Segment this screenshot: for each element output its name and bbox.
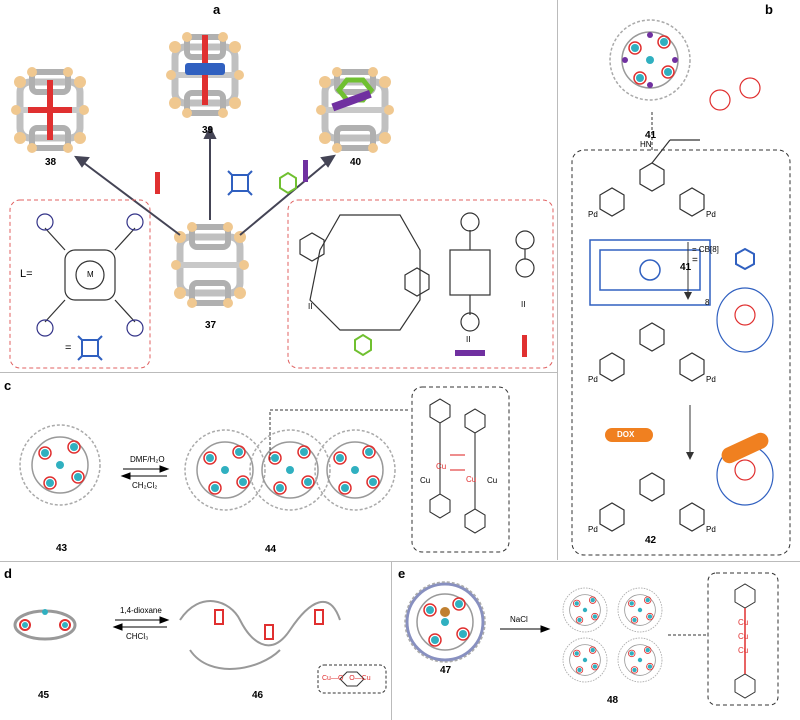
crown-icon (354, 333, 372, 357)
cb8-structure (589, 239, 711, 306)
count-label: II (308, 302, 313, 311)
cb8-icon (735, 247, 755, 271)
cage-39 (166, 32, 244, 118)
cu-label: Cu (738, 618, 749, 627)
complex-42-structure (599, 444, 774, 532)
scheme-box (571, 149, 791, 556)
porphyrin-guest-icon (227, 170, 253, 196)
compound-label: 44 (265, 544, 277, 555)
cage-41-structure (609, 19, 691, 101)
count-label: II (521, 300, 526, 309)
ligand-square-icon (77, 335, 103, 361)
dox-label: DOX (617, 430, 635, 439)
panel-label-a: a (213, 2, 221, 17)
crown-ether-structure (299, 214, 430, 331)
divider (0, 561, 800, 562)
pd-label: Pd (706, 210, 716, 219)
eq-sign: = (692, 255, 698, 266)
compound-label: 40 (350, 157, 362, 168)
compound-label: 38 (45, 157, 57, 168)
panel-label-b: b (765, 2, 773, 17)
cu-label: Cu (487, 476, 498, 485)
cu-label: Cu (738, 632, 749, 641)
cu-label: Cu (420, 476, 431, 485)
metal-label: M (87, 270, 94, 279)
divider (557, 0, 558, 560)
compound-label: 43 (56, 543, 68, 554)
cage-44-structure (184, 429, 396, 511)
cage-43-structure (19, 424, 101, 506)
cb8-label: = CB[8] (692, 245, 719, 254)
compound-label: 39 (202, 125, 214, 136)
bipyridine-icon (522, 335, 527, 357)
panel-label-e: e (398, 566, 406, 581)
cage-45-structure (13, 609, 77, 641)
compound-label: 48 (607, 695, 619, 706)
divider (0, 372, 557, 373)
guest-box (287, 199, 554, 369)
inset-box (317, 664, 387, 694)
bipyridine-structure (515, 230, 535, 278)
forward-condition: DMF/H₂O (130, 455, 165, 464)
dox-pill (605, 428, 653, 442)
inset-box (411, 386, 510, 553)
pd-label: Pd (588, 525, 598, 534)
backward-condition: CHCl₃ (126, 632, 149, 641)
ligand-label: L= (20, 268, 33, 280)
cage-38 (11, 67, 89, 153)
compound-label: 47 (440, 665, 452, 676)
dioxane-inset-label: Cu—O O—Cu (322, 675, 371, 682)
cage-37 (171, 222, 249, 308)
paddlewheel-structure (429, 398, 486, 534)
ligand-41-structure (599, 77, 761, 217)
polymer-46-structure (179, 600, 341, 670)
ndi-structure (449, 212, 491, 332)
hn-label: HN (640, 140, 652, 149)
cu-label: Cu (436, 462, 447, 471)
reaction-arrows (74, 125, 336, 236)
reagent-label: NaCl (510, 615, 528, 624)
cb8-subscript: 8 (705, 298, 710, 307)
bar-guest-icon (303, 160, 308, 182)
cu-chain-structure (734, 583, 756, 699)
forward-condition: 1,4-dioxane (120, 606, 162, 615)
equilibrium-arrows (112, 616, 170, 631)
compound-label: 41 (645, 130, 657, 141)
network-48-structure (562, 587, 663, 683)
dox-guest (721, 432, 769, 464)
cu-label: Cu (466, 475, 477, 484)
backward-condition: CH₂Cl₂ (132, 481, 158, 490)
compound-label: 41 (680, 262, 692, 273)
panel-label-d: d (4, 566, 12, 581)
bar-guest-icon (155, 172, 160, 194)
reaction-arrow (500, 625, 551, 633)
porphyrin-structure (36, 213, 144, 337)
eq-sign: = (65, 342, 72, 354)
compound-label: 45 (38, 690, 50, 701)
cage-40 (316, 67, 394, 153)
crown-guest-icon (279, 171, 297, 195)
compound-label: 42 (645, 535, 657, 546)
pd-label: Pd (588, 375, 598, 384)
pd-label: Pd (588, 210, 598, 219)
dashed-leader (269, 409, 410, 460)
panel-label-c: c (4, 378, 12, 393)
ndi-icon (455, 350, 485, 356)
cu-label: Cu (738, 646, 749, 655)
divider (391, 561, 392, 720)
ligand-box (9, 199, 151, 369)
compound-label: 46 (252, 690, 264, 701)
compound-label: 37 (205, 320, 217, 331)
pd-label: Pd (706, 525, 716, 534)
pd-label: Pd (706, 375, 716, 384)
complex-structure (599, 287, 774, 382)
count-label: II (466, 335, 471, 344)
equilibrium-arrows (120, 465, 170, 480)
cage-47-structure (404, 581, 486, 663)
